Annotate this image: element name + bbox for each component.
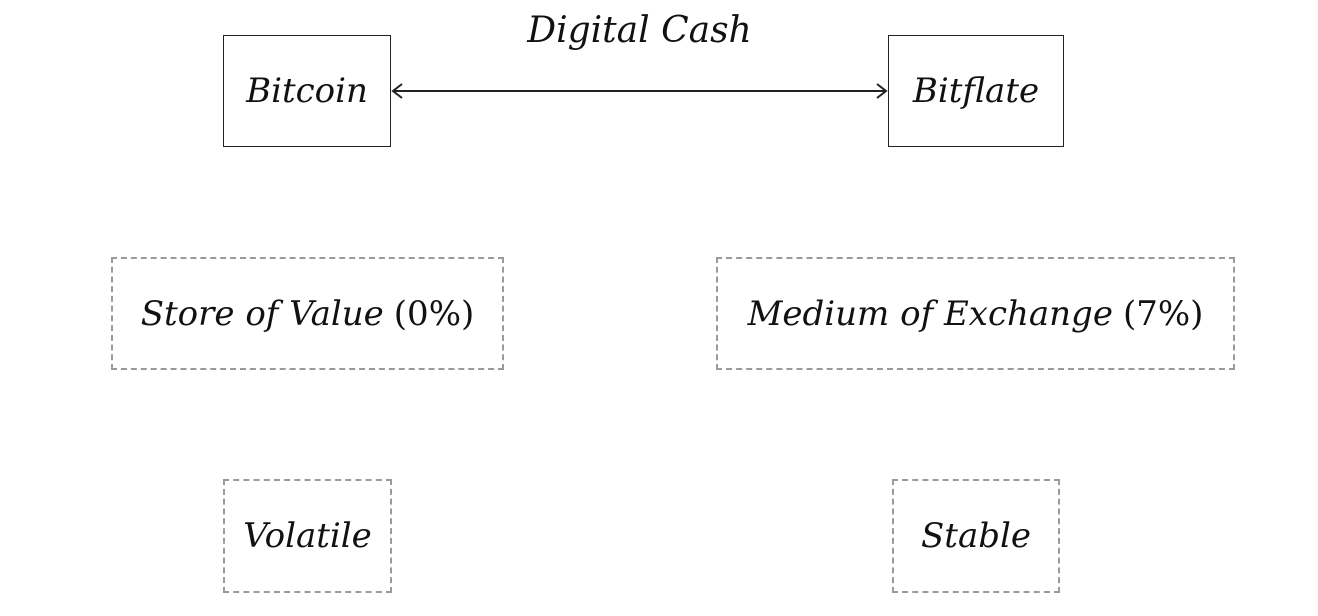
node-bitflate: Bitflate bbox=[888, 35, 1064, 147]
node-label: Medium of Exchange bbox=[747, 293, 1113, 334]
node-label: Bitcoin bbox=[246, 71, 368, 111]
node-label: Stable bbox=[921, 516, 1031, 556]
node-stable: Stable bbox=[892, 479, 1060, 593]
node-store-of-value: Store of Value (0%) bbox=[111, 257, 504, 370]
arrow-head-right bbox=[876, 83, 888, 99]
arrow-head-left bbox=[391, 83, 403, 99]
node-bitcoin: Bitcoin bbox=[223, 35, 391, 147]
node-label: Store of Value bbox=[140, 293, 384, 334]
node-label: Volatile bbox=[243, 516, 372, 556]
node-medium-of-exchange: Medium of Exchange (7%) bbox=[716, 257, 1235, 370]
node-label: Bitflate bbox=[912, 71, 1040, 111]
edge-label-digital-cash: Digital Cash bbox=[527, 10, 752, 51]
node-volatile: Volatile bbox=[223, 479, 392, 593]
node-percent: (7%) bbox=[1122, 293, 1204, 334]
node-percent: (0%) bbox=[393, 293, 475, 334]
